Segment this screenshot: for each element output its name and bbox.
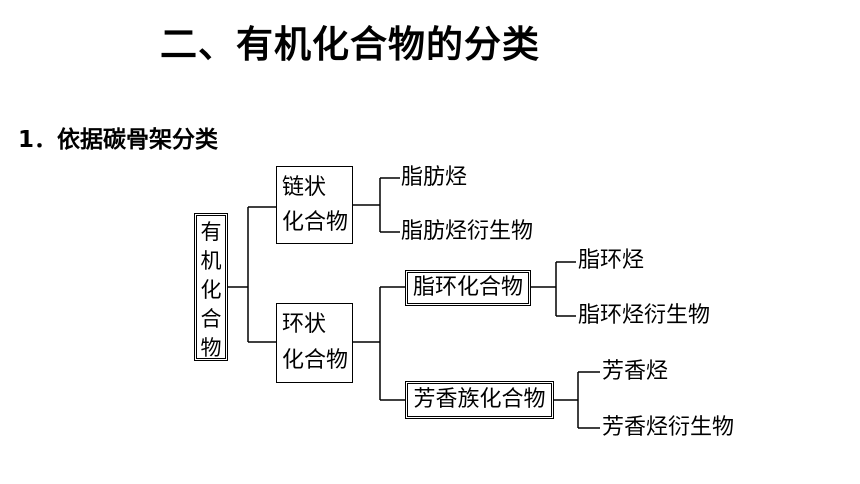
alicyclic-compounds-box: 脂环化合物 — [405, 270, 531, 306]
ring-line1: 环状 — [282, 312, 327, 337]
page-title: 二、有机化合物的分类 — [160, 23, 540, 66]
ring-compounds-box: 环状 化合物 — [276, 303, 353, 383]
chain-line1: 链状 — [282, 175, 327, 200]
aliphatic-hydrocarbon-label: 脂肪烃 — [401, 165, 468, 190]
ring-line2: 化合物 — [282, 348, 349, 373]
chain-compounds-box: 链状 化合物 — [276, 166, 353, 244]
aromatic-compounds-box: 芳香族化合物 — [405, 381, 554, 419]
section-heading: 1．依据碳骨架分类 — [18, 127, 219, 153]
root-char-4: 合 — [200, 307, 222, 331]
root-char-3: 化 — [200, 278, 222, 302]
aromatic-hydrocarbon-derivative-label: 芳香烃衍生物 — [602, 415, 735, 440]
alicyclic-hydrocarbon-label: 脂环烃 — [578, 248, 645, 273]
aliphatic-hydrocarbon-derivative-label: 脂肪烃衍生物 — [401, 219, 534, 244]
root-char-1: 有 — [200, 220, 222, 244]
root-organic-compounds-box: 有 机 化 合 物 — [194, 213, 228, 361]
alicyclic-hydrocarbon-derivative-label: 脂环烃衍生物 — [578, 303, 711, 328]
aromatic-hydrocarbon-label: 芳香烃 — [602, 359, 669, 384]
chain-line2: 化合物 — [282, 210, 349, 235]
root-char-5: 物 — [200, 336, 222, 360]
root-char-2: 机 — [200, 249, 222, 273]
